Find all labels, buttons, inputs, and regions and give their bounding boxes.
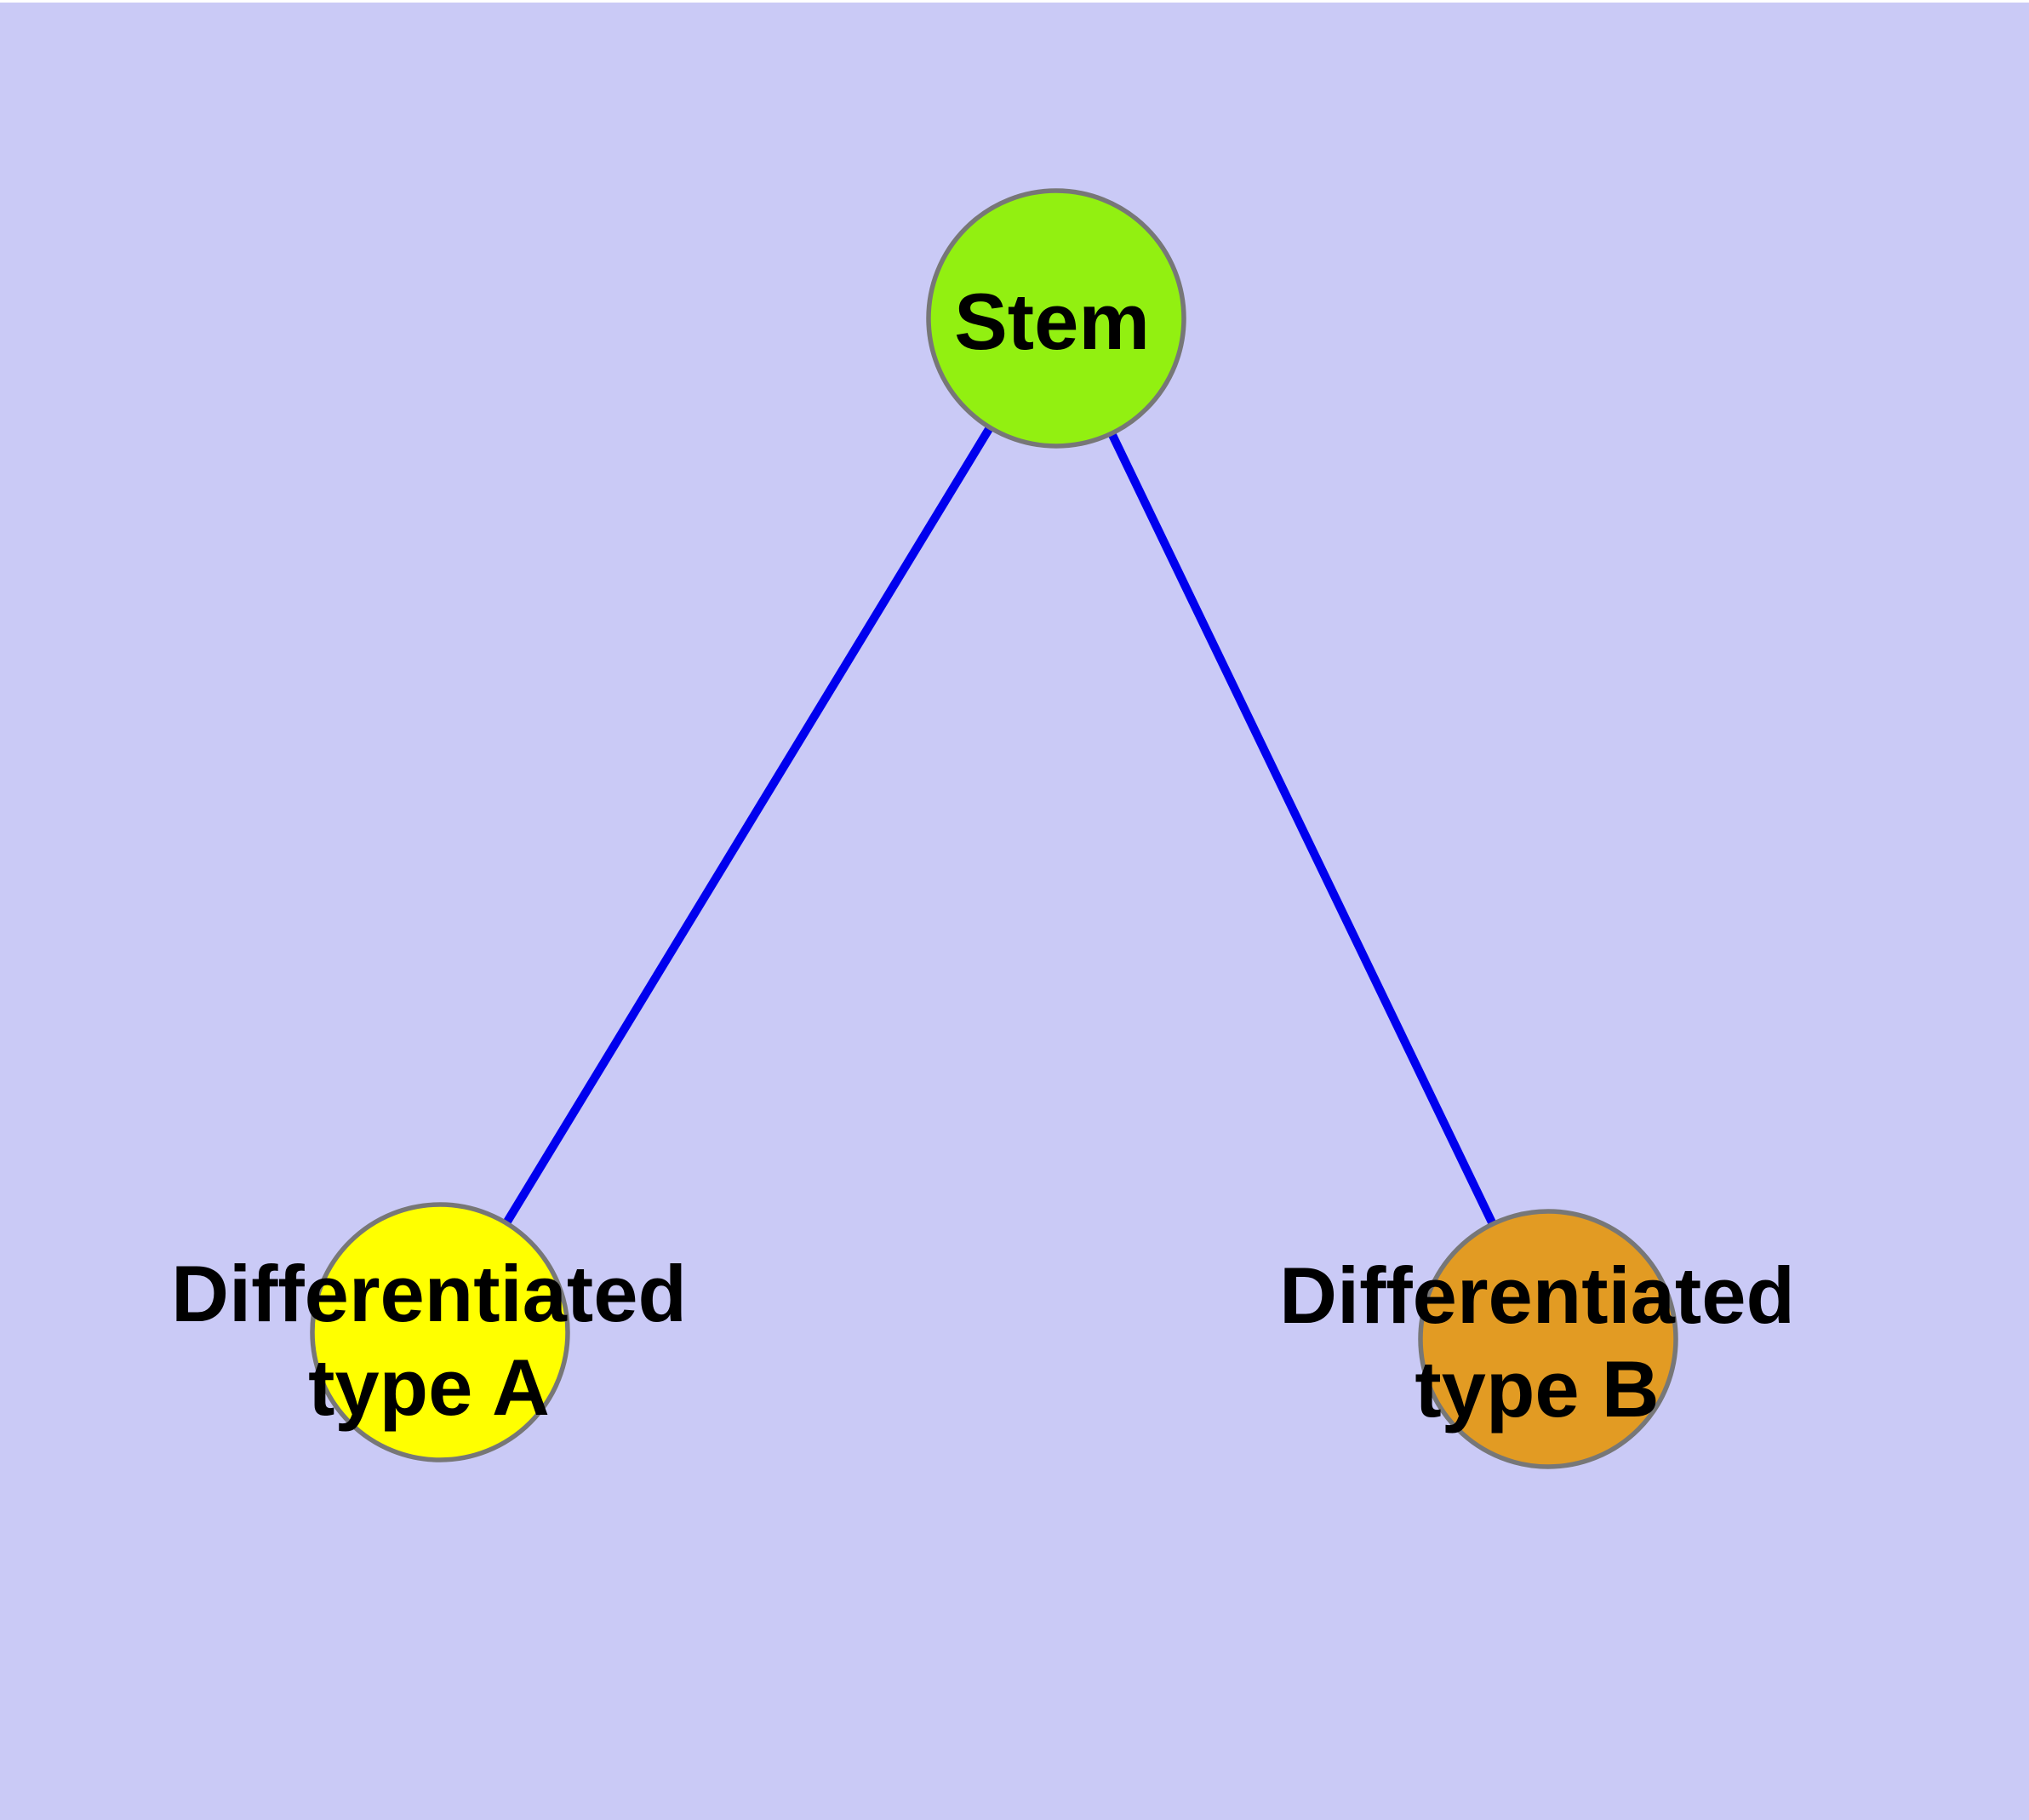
node-differentiated-type-a xyxy=(310,1202,570,1462)
node-type-b-label-line2: type B xyxy=(1415,1344,1659,1434)
node-stem xyxy=(926,188,1186,449)
edge-stem-to-type-a xyxy=(436,316,1060,1335)
node-type-a-label-line2: type A xyxy=(308,1342,550,1432)
node-stem-label: Stem xyxy=(954,277,1150,366)
node-type-b-label-line1: Differentiated xyxy=(1279,1251,1795,1340)
node-differentiated-type-b xyxy=(1418,1209,1678,1469)
edge-stem-to-type-b xyxy=(1052,316,1552,1342)
top-edge-strip xyxy=(0,0,2029,3)
node-type-a-label-line1: Differentiated xyxy=(171,1249,687,1338)
